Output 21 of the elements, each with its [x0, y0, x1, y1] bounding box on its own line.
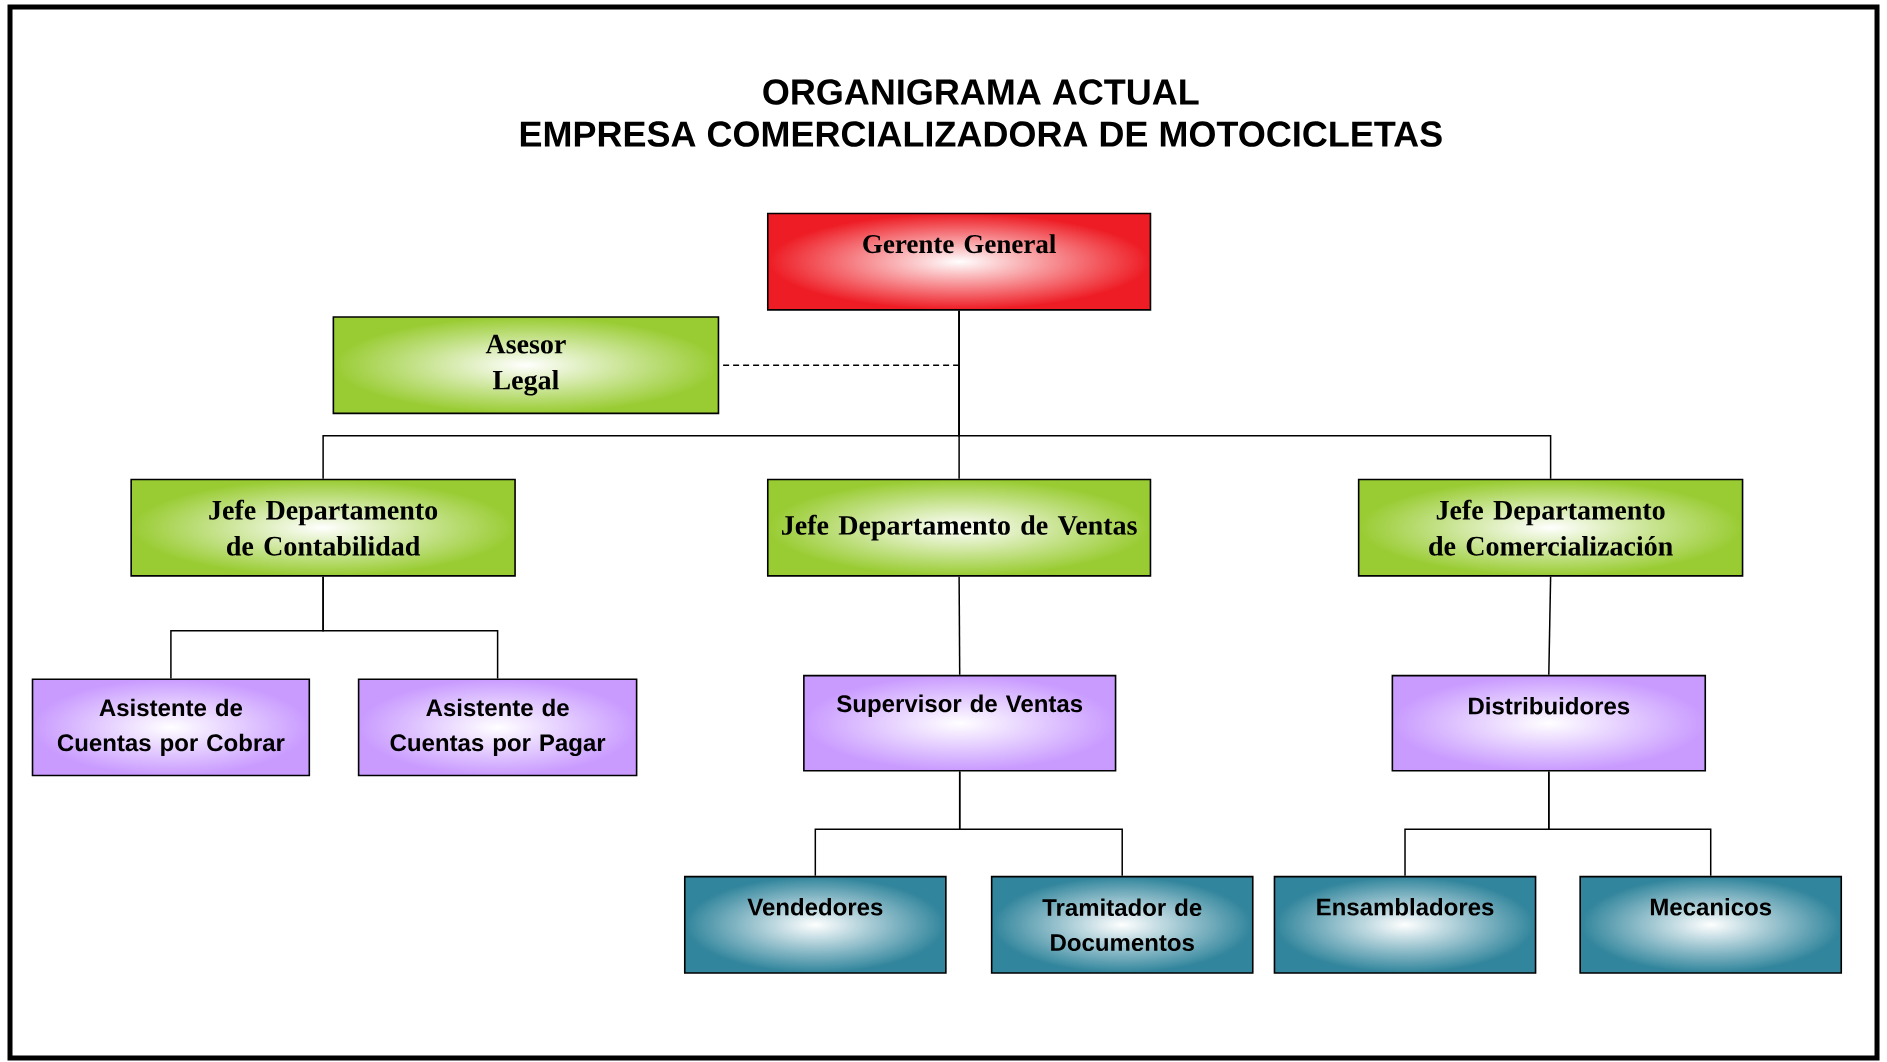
title: ORGANIGRAMA ACTUAL	[763, 79, 1199, 105]
org-chart-box: Ensambladores	[1273, 875, 1537, 974]
org-chart-box: Jefe Departamento de Ventas	[766, 478, 1152, 577]
subtitle: EMPRESA COMERCIALIZADORA DE MOTOCICLETAS	[520, 121, 1442, 147]
connector-line	[958, 309, 1552, 480]
connector-line	[958, 770, 1123, 877]
org-chart-box: Jefe Departamento de Comercialización	[1357, 478, 1744, 577]
org-chart-box: Asistente de Cuentas por Cobrar	[31, 678, 311, 777]
org-chart-box: Supervisor de Ventas	[803, 674, 1117, 772]
connector-line	[1548, 770, 1712, 877]
org-chart-box: Asesor Legal	[332, 316, 720, 415]
org-chart-box: Gerente General	[766, 212, 1152, 311]
org-chart-box: Distribuidores	[1391, 674, 1707, 772]
org-chart-box: Mecanicos	[1579, 875, 1843, 974]
connector-line	[958, 575, 961, 676]
connector-line	[322, 575, 499, 680]
org-chart-box: Jefe Departamento de Contabilidad	[130, 478, 516, 577]
org-chart-box: Vendedores	[683, 875, 947, 974]
org-chart-box: Asistente de Cuentas por Pagar	[357, 678, 638, 777]
org-chart-box: Tramitador de Documentos	[990, 875, 1254, 974]
connector-line	[1548, 575, 1552, 676]
